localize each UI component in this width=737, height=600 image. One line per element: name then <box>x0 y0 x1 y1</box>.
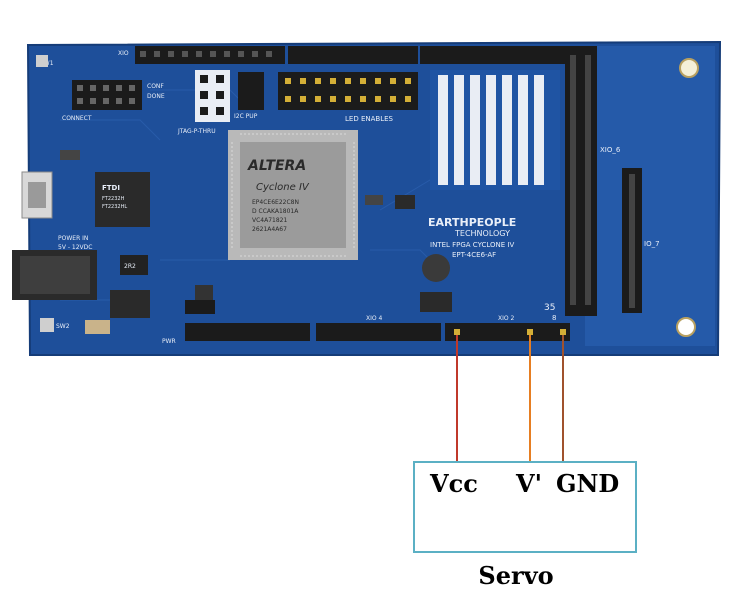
config-header: CONF DONE CONNECT <box>62 80 165 122</box>
switch-sw2 <box>40 318 54 332</box>
mount-hole <box>679 58 699 78</box>
pin-35-label: 35 <box>544 303 555 313</box>
inductor <box>422 254 450 282</box>
usb-connector <box>21 171 53 219</box>
top-header-left <box>135 46 285 64</box>
model-name: EPT-4CE6-AF <box>452 251 496 259</box>
xio4-label: XIO 4 <box>366 315 383 322</box>
xio6-label: XIO_6 <box>600 146 621 154</box>
connect-label: CONNECT <box>62 115 92 122</box>
board-branding: EARTHPEOPLE TECHNOLOGY INTEL FPGA CYCLON… <box>428 216 516 259</box>
led-matrix <box>430 70 560 190</box>
bottom-header-left: PWR <box>162 300 310 345</box>
fpga-part: EP4CE6E22C8N <box>252 199 299 206</box>
company-line2: TECHNOLOGY <box>454 229 510 238</box>
product-name: INTEL FPGA CYCLONE IV <box>430 241 514 249</box>
servo-vcc-pin: Vcc <box>429 469 478 498</box>
bottom-header-xio2: XIO 2 35 8 <box>445 303 570 341</box>
led-enables-header: LED ENABLES <box>278 72 418 123</box>
conf-label: CONF <box>147 83 164 90</box>
servo-block: Vcc V' GND Servo <box>413 461 637 590</box>
power-jack: POWER IN 5V - 12VDC <box>12 235 97 300</box>
regulator-label: 2R2 <box>124 263 136 270</box>
fpga-family: Cyclone IV <box>256 182 310 193</box>
xio7-label: IO_7 <box>644 240 660 248</box>
power-in-label: POWER IN <box>58 235 88 242</box>
usb-chip-line2: FT2232HL <box>102 204 127 210</box>
i2c-label: I2C PUP <box>234 113 258 120</box>
pin-8-label: 8 <box>552 314 556 322</box>
servo-box <box>413 461 637 553</box>
jtag-header: JTAG-P-THRU I2C PUP <box>177 70 264 135</box>
mount-hole <box>676 317 696 337</box>
voltage-label: 5V - 12VDC <box>58 244 92 251</box>
switch-sw1 <box>36 55 48 67</box>
wires <box>456 335 564 462</box>
right-vertical-header: XIO_6 IO_7 <box>565 46 660 316</box>
jtag-label: JTAG-P-THRU <box>177 128 216 135</box>
xio0-label: XIO <box>118 50 129 57</box>
extension-area <box>585 46 715 346</box>
done-label: DONE <box>147 93 165 100</box>
bottom-header-xio4: XIO 4 <box>316 315 441 341</box>
servo-signal-pin: V' <box>515 469 542 498</box>
fpga-lot3: 2621A4A67 <box>252 226 287 233</box>
led-enables-label: LED ENABLES <box>345 115 394 123</box>
usb-chip-line1: FT2232H <box>102 196 125 202</box>
fpga-chip: ALTERA Cyclone IV EP4CE6E22C8N D CCAKA18… <box>228 130 358 260</box>
usb-chip-brand: FTDI <box>102 184 120 192</box>
pwr-label: PWR <box>162 338 176 345</box>
header-pins <box>140 51 272 57</box>
xio2-label: XIO 2 <box>498 315 515 322</box>
sw2-label: SW2 <box>56 323 70 330</box>
fpga-lot1: D CCAKA1801A <box>252 208 299 215</box>
company-name: EARTHPEOPLE <box>428 216 516 229</box>
servo-title: Servo <box>478 561 553 590</box>
smd-components: 2R2 SW2 <box>40 150 452 334</box>
top-header-mid <box>288 46 570 64</box>
servo-gnd-pin: GND <box>556 469 619 498</box>
usb-chip: FTDI FT2232H FT2232HL <box>95 172 150 227</box>
fpga-brand: ALTERA <box>247 158 306 174</box>
fpga-lot2: VC4A71821 <box>252 217 287 224</box>
